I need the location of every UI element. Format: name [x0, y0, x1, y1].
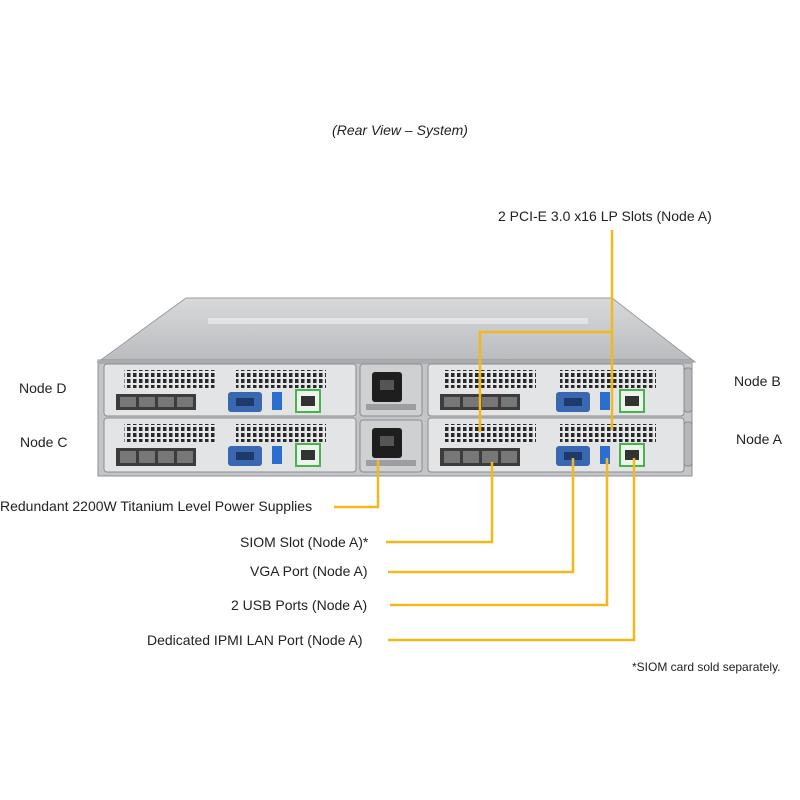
power-supply-bottom	[359, 419, 423, 473]
label-node-b: Node B	[734, 373, 781, 389]
label-node-a: Node A	[736, 431, 782, 447]
callout-power-supplies	[334, 460, 380, 509]
footnote: *SIOM card sold separately.	[632, 660, 781, 674]
node-d-module	[103, 363, 357, 417]
label-pcie-slots: 2 PCI-E 3.0 x16 LP Slots (Node A)	[498, 208, 712, 224]
callout-ipmi-port	[388, 458, 636, 642]
chassis-top	[96, 297, 697, 363]
node-b-module	[427, 363, 685, 417]
label-vga-port: VGA Port (Node A)	[250, 563, 368, 579]
callout-lines	[334, 230, 636, 642]
label-node-c: Node C	[20, 434, 68, 450]
power-supply-top	[359, 363, 423, 417]
label-power-supplies: Redundant 2200W Titanium Level Power Sup…	[0, 498, 313, 514]
label-usb-ports: 2 USB Ports (Node A)	[231, 597, 368, 613]
callout-usb-ports	[390, 458, 609, 607]
callout-vga-port	[388, 458, 575, 574]
callout-siom-slot	[386, 462, 494, 544]
label-ipmi-port: Dedicated IPMI LAN Port (Node A)	[147, 632, 363, 648]
callout-pcie-slots	[478, 230, 614, 432]
label-siom-slot: SIOM Slot (Node A)*	[240, 534, 369, 550]
figure-caption: (Rear View – System)	[332, 122, 468, 138]
node-c-module	[103, 417, 357, 473]
node-a-module	[427, 417, 685, 473]
label-node-d: Node D	[19, 380, 67, 396]
